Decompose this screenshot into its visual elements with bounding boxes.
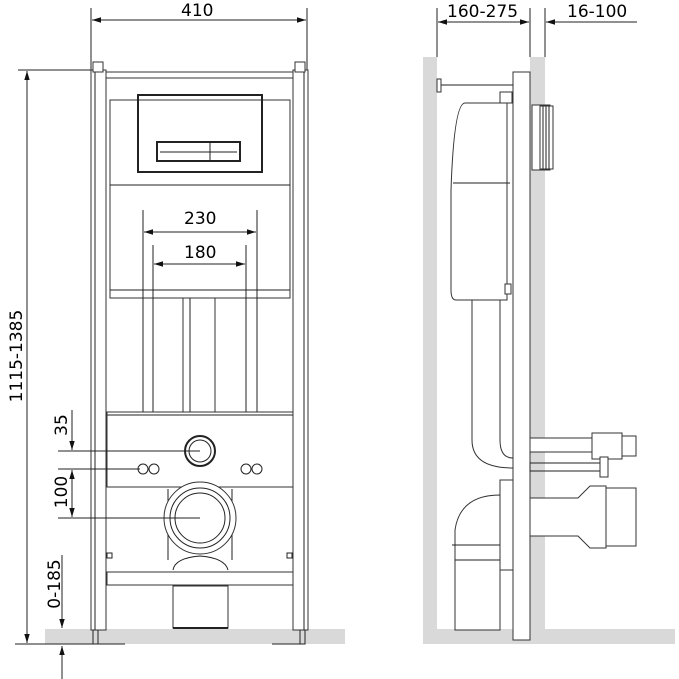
flush-buttons: [156, 141, 241, 162]
back-wall: [423, 57, 437, 630]
mount-hole: [148, 463, 160, 475]
inlet-offset-label: 35: [52, 414, 72, 436]
right-upright: [292, 69, 309, 631]
mount-hole: [240, 463, 252, 475]
drain-elbow: [454, 494, 501, 631]
depth-label: 160-275: [447, 2, 519, 22]
cistern-side: [450, 102, 508, 301]
frame-side: [512, 71, 531, 641]
side-view: [423, 8, 675, 644]
wall-label: 16-100: [567, 2, 628, 22]
flush-plate: [137, 94, 263, 173]
front-wall: [530, 57, 545, 630]
height-label: 1115-1385: [7, 309, 27, 403]
flush-pipe: [182, 297, 216, 413]
left-upright: [90, 69, 107, 631]
drain-offset-label: 100: [52, 475, 72, 509]
front-view: [15, 8, 345, 679]
flush-pipe-side: [471, 299, 514, 469]
floor: [45, 629, 345, 644]
width-label: 410: [181, 1, 214, 21]
bracket-panel: [106, 411, 294, 488]
mount-outer-label: 230: [184, 209, 217, 229]
mount-inner-label: 180: [184, 243, 217, 263]
mount-hole: [251, 463, 263, 475]
drain-connector: [529, 485, 607, 549]
cistern: [109, 99, 291, 299]
floor-adjust-label: 0-185: [45, 559, 65, 609]
floor: [423, 629, 675, 644]
